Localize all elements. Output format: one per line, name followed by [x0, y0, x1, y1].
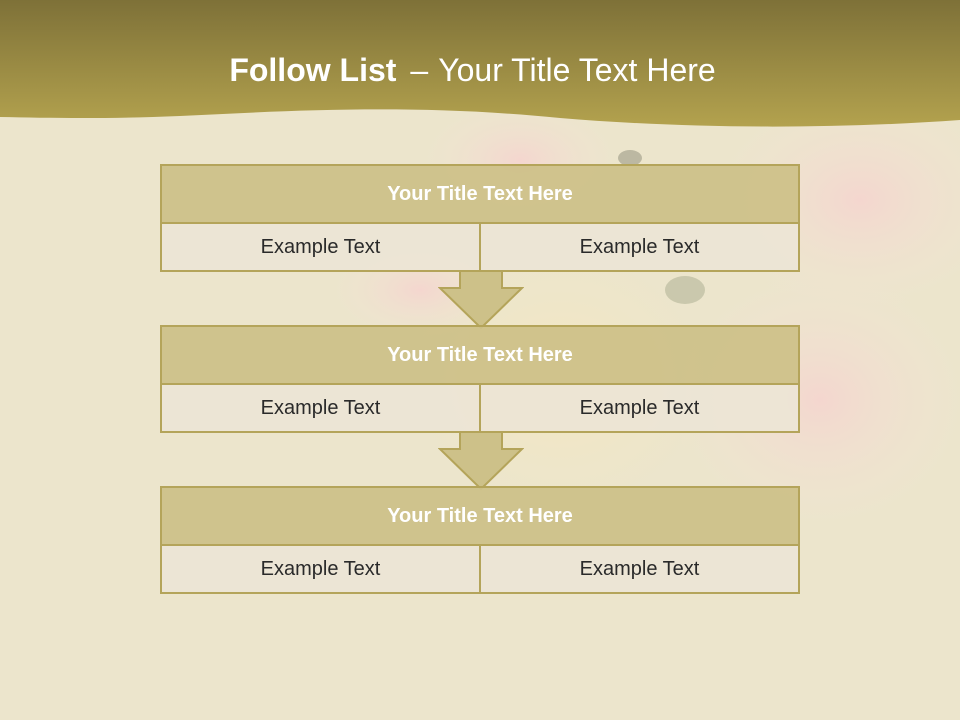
step-box-3: Your Title Text Here Example Text Exampl…: [160, 486, 800, 594]
step-title: Your Title Text Here: [162, 327, 798, 385]
step-title: Your Title Text Here: [162, 166, 798, 224]
header-band: [0, 0, 960, 127]
title-bold: Follow List: [229, 52, 397, 88]
step-box-2: Your Title Text Here Example Text Exampl…: [160, 325, 800, 433]
down-arrow-icon: [438, 431, 524, 491]
step-text-right: Example Text: [481, 385, 798, 431]
step-text-left: Example Text: [162, 546, 481, 592]
step-text-right: Example Text: [481, 546, 798, 592]
step-text-left: Example Text: [162, 224, 481, 270]
title-separator: –: [410, 52, 429, 88]
step-row: Example Text Example Text: [162, 224, 798, 270]
step-row: Example Text Example Text: [162, 385, 798, 431]
title-rest: Your Title Text Here: [438, 52, 716, 88]
step-text-right: Example Text: [481, 224, 798, 270]
step-title: Your Title Text Here: [162, 488, 798, 546]
leaf-decoration: [618, 150, 642, 166]
step-text-left: Example Text: [162, 385, 481, 431]
leaf-decoration: [665, 276, 705, 304]
step-row: Example Text Example Text: [162, 546, 798, 592]
step-box-1: Your Title Text Here Example Text Exampl…: [160, 164, 800, 272]
down-arrow-icon: [438, 270, 524, 330]
slide-title: Follow List–Your Title Text Here: [0, 52, 945, 89]
